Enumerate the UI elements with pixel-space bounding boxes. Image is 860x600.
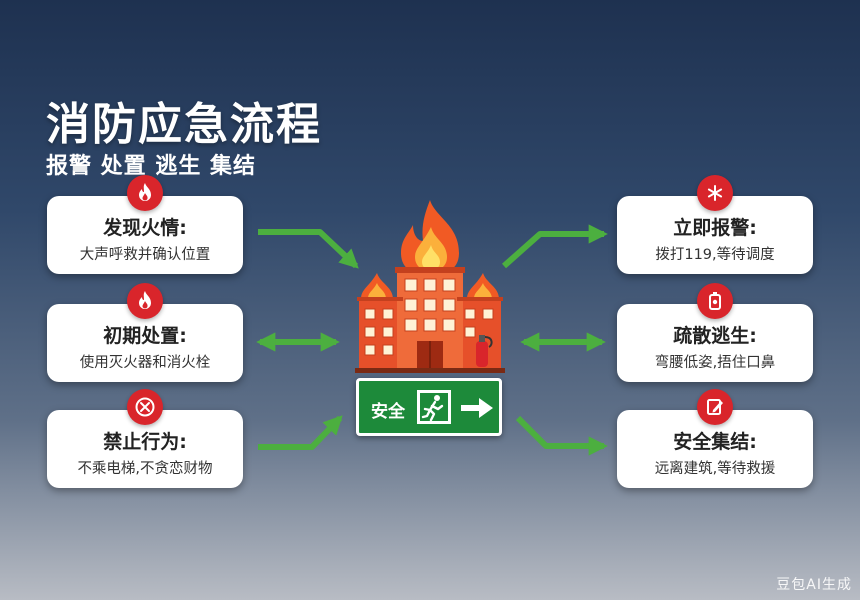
flame-icon <box>127 283 163 319</box>
card-title: 禁止行为: <box>103 431 187 453</box>
card-desc: 远离建筑,等待救援 <box>654 461 776 477</box>
burning-building-illustration <box>355 200 505 373</box>
watermark: 豆包AI生成 <box>776 577 852 593</box>
arrow-sign-to-assembly <box>515 415 608 456</box>
extinguisher-icon <box>697 283 733 319</box>
card-title: 安全集结: <box>673 431 757 453</box>
exit-sign-label: 安全 <box>371 402 405 422</box>
arrow-right-icon <box>461 398 493 418</box>
prohibited-x-icon <box>127 389 163 425</box>
card-title: 立即报警: <box>673 217 757 239</box>
card-desc: 拨打119,等待调度 <box>655 247 775 263</box>
arrow-prohibited-to-sign <box>258 415 343 450</box>
checklist-pen-icon <box>697 389 733 425</box>
extinguisher <box>476 341 488 367</box>
card-desc: 大声呼救并确认位置 <box>79 247 211 263</box>
page-subtitle: 报警 处置 逃生 集结 <box>46 154 256 179</box>
card-desc: 不乘电梯,不贪恋财物 <box>77 461 213 477</box>
arrow-discover-to-building <box>258 229 359 269</box>
safety-exit-sign: 安全 <box>356 378 502 436</box>
page-title: 消防应急流程 <box>46 99 322 150</box>
flame-icon <box>127 175 163 211</box>
card-title: 发现火情: <box>103 217 187 239</box>
card-title: 初期处置: <box>103 325 187 347</box>
card-desc: 弯腰低姿,捂住口鼻 <box>654 355 776 371</box>
arrow-building-to-alarm <box>502 224 608 269</box>
running-man-icon <box>417 390 451 424</box>
card-title: 疏散逃生: <box>673 325 757 347</box>
alarm-star-icon <box>697 175 733 211</box>
card-prohibited-actions: 禁止行为: 不乘电梯,不贪恋财物 <box>47 410 243 488</box>
card-desc: 使用灭火器和消火栓 <box>79 355 211 371</box>
